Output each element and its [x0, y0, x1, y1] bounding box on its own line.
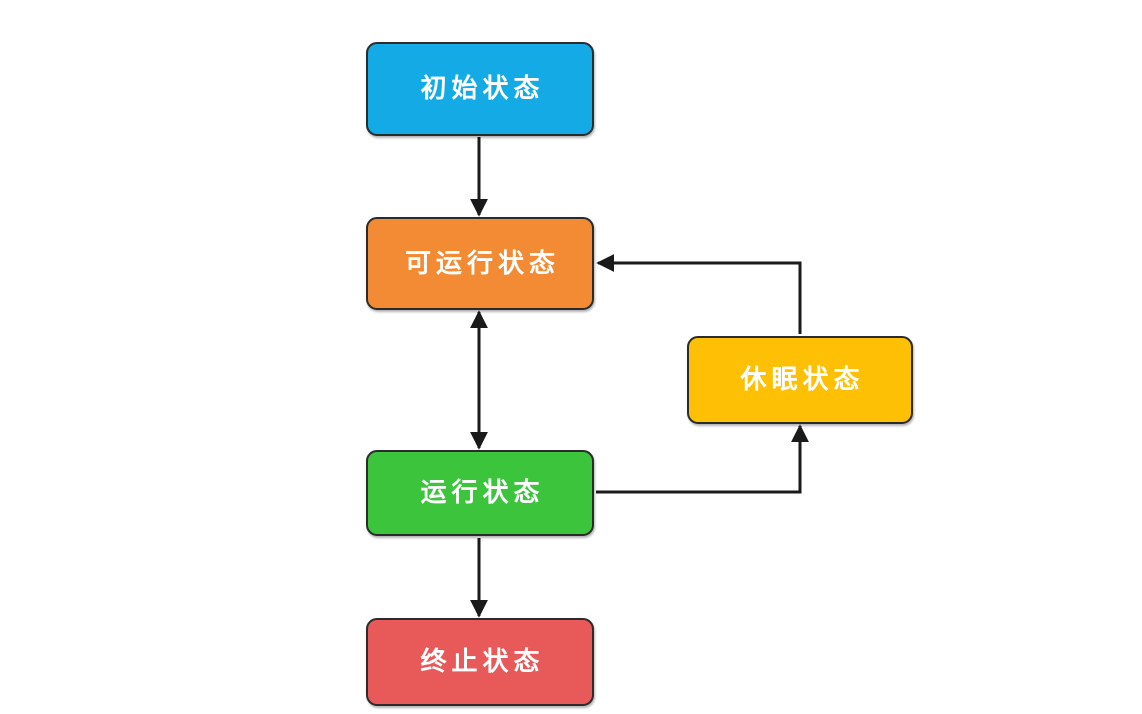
state-node-running-label: 运行状态: [420, 478, 545, 508]
edge-running-to-sleeping: [596, 424, 809, 494]
state-node-runnable[interactable]: 可运行状态: [366, 217, 594, 310]
state-node-sleeping[interactable]: 休眠状态: [687, 336, 913, 424]
state-node-sleeping-label: 休眠状态: [740, 365, 865, 395]
edge-sleeping-to-runnable: [596, 254, 802, 334]
state-node-terminated-label: 终止状态: [420, 647, 545, 677]
state-node-runnable-label: 可运行状态: [404, 248, 560, 279]
state-node-initial-label: 初始状态: [420, 74, 545, 104]
state-node-running[interactable]: 运行状态: [366, 450, 594, 536]
state-node-initial[interactable]: 初始状态: [366, 42, 594, 136]
state-node-terminated[interactable]: 终止状态: [366, 618, 594, 706]
